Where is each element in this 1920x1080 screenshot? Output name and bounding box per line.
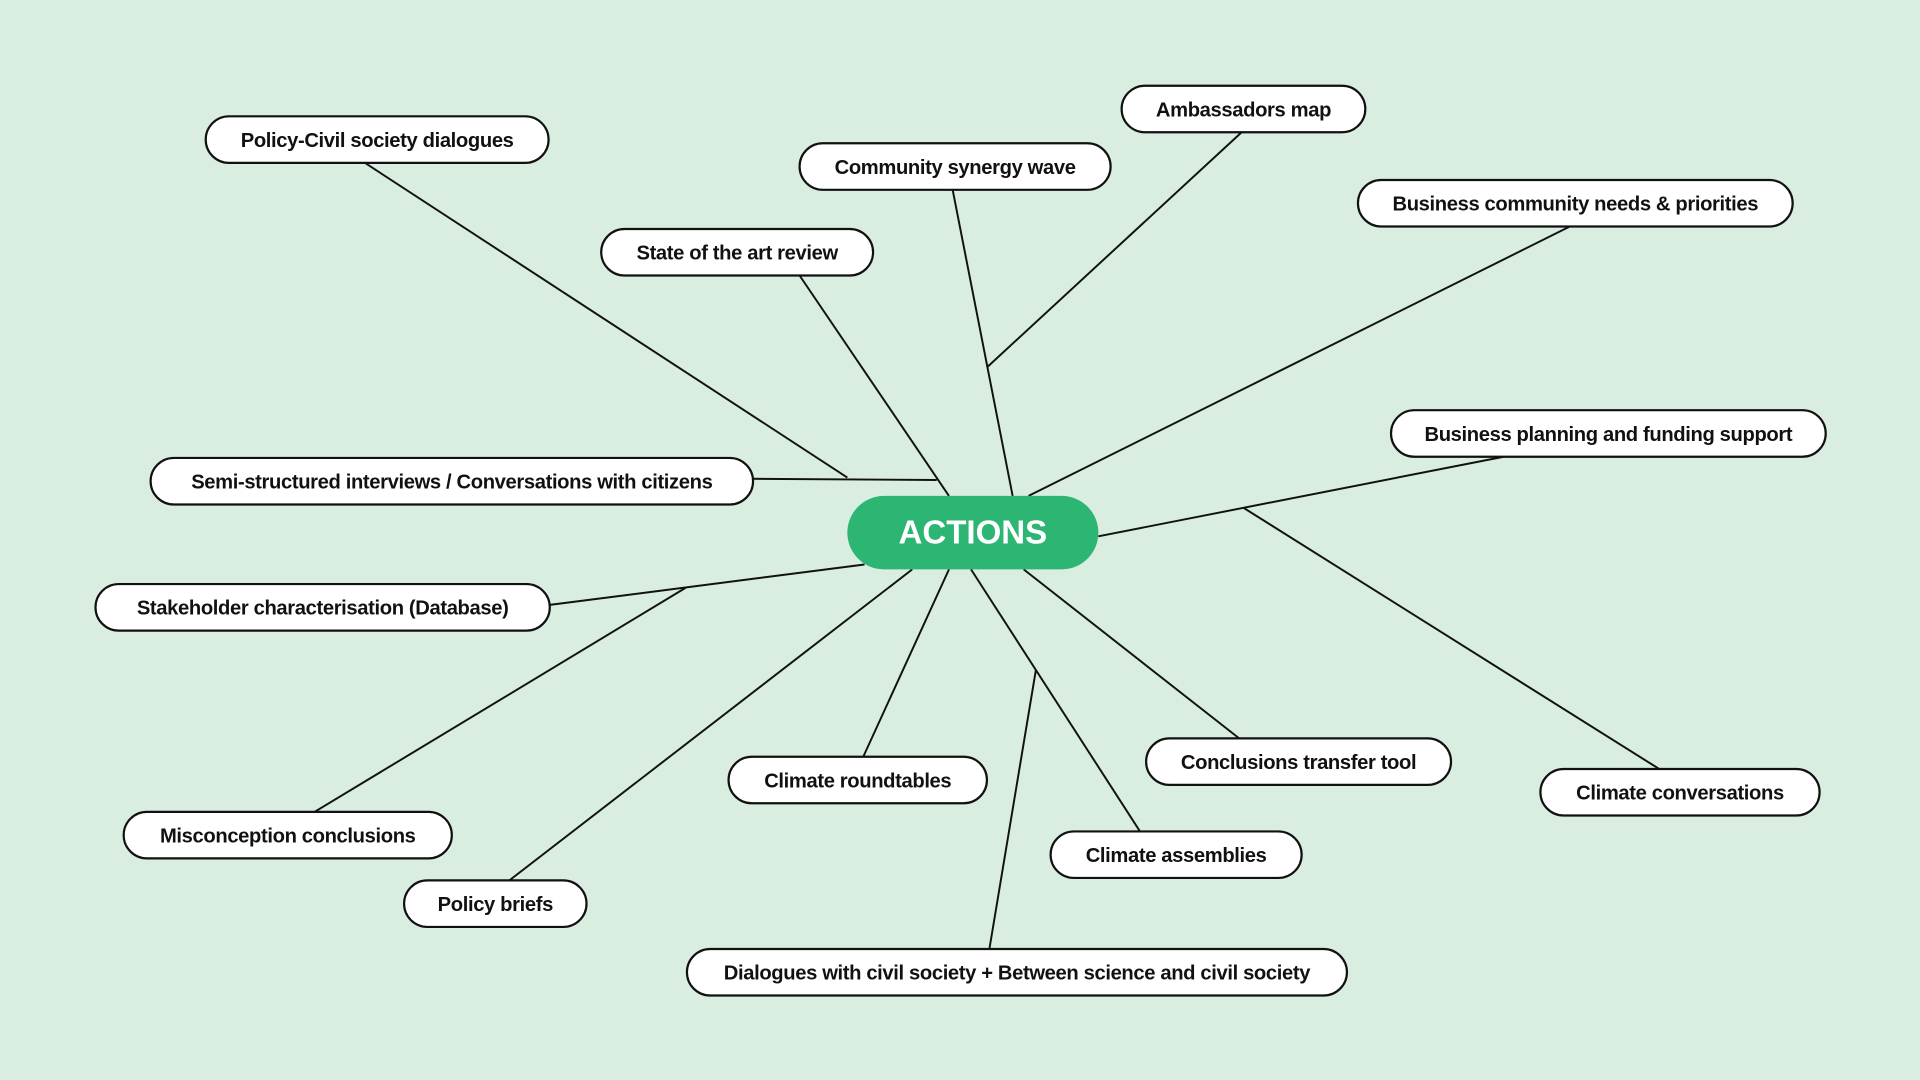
node-pill <box>402 879 588 929</box>
node-conclusions-transfer-tool[interactable]: Conclusions transfer tool <box>1145 737 1453 786</box>
node-label: Dialogues with civil society + Between s… <box>724 963 1311 985</box>
node-business-planning-funding[interactable]: Business planning and funding support <box>1389 409 1827 458</box>
node-pill <box>1049 830 1303 880</box>
node-pill <box>149 456 755 506</box>
node-dialogues-civil-society[interactable]: Dialogues with civil society + Between s… <box>685 947 1349 997</box>
node-policy-civil-society-dialogues[interactable]: Policy-Civil society dialogues <box>204 115 550 164</box>
node-label: Ambassadors map <box>1156 99 1331 121</box>
node-climate-assemblies[interactable]: Climate assemblies <box>1049 830 1303 880</box>
connector-line <box>314 586 687 813</box>
center-node-pill <box>847 495 1099 570</box>
node-pill <box>600 227 875 277</box>
node-label: State of the art review <box>636 243 838 265</box>
connector-line <box>1023 568 1240 740</box>
node-label: Conclusions transfer tool <box>1181 752 1416 774</box>
node-label: Misconception conclusions <box>160 825 416 847</box>
connector-line <box>364 162 848 479</box>
node-pill <box>1120 84 1367 134</box>
node-label: Policy-Civil society dialogues <box>241 130 514 152</box>
node-pill <box>94 582 551 632</box>
connector-line <box>549 563 865 606</box>
connector-line <box>986 131 1243 369</box>
node-pill <box>122 810 453 860</box>
connector-lines <box>314 131 1660 950</box>
connector-line <box>753 477 937 481</box>
connector-line <box>988 669 1037 950</box>
node-label: Stakeholder characterisation (Database) <box>137 598 509 620</box>
nodes: Policy-Civil society dialoguesCommunity … <box>94 84 1827 997</box>
node-climate-roundtables[interactable]: Climate roundtables <box>727 755 989 805</box>
node-pill <box>1389 409 1827 458</box>
connector-line <box>1028 225 1571 497</box>
node-ambassadors-map[interactable]: Ambassadors map <box>1120 84 1367 134</box>
node-climate-conversations[interactable]: Climate conversations <box>1539 767 1821 817</box>
node-label: Community synergy wave <box>835 157 1076 179</box>
node-stakeholder-characterisation[interactable]: Stakeholder characterisation (Database) <box>94 582 551 632</box>
node-label: Climate conversations <box>1576 783 1784 805</box>
node-label: Business planning and funding support <box>1425 424 1793 446</box>
connector-line <box>798 274 950 497</box>
connector-line <box>951 189 1014 497</box>
node-label: Business community needs & priorities <box>1393 194 1759 216</box>
center-node-label: ACTIONS <box>898 515 1047 552</box>
connector-line <box>1098 455 1504 538</box>
node-policy-briefs[interactable]: Policy briefs <box>402 879 588 929</box>
node-semi-structured-interviews[interactable]: Semi-structured interviews / Conversatio… <box>149 456 755 506</box>
node-business-community-needs[interactable]: Business community needs & priorities <box>1356 178 1794 228</box>
node-community-synergy-wave[interactable]: Community synergy wave <box>798 142 1112 191</box>
node-state-of-the-art-review[interactable]: State of the art review <box>600 227 875 277</box>
node-pill <box>798 142 1112 191</box>
node-pill <box>685 947 1349 997</box>
node-pill <box>1539 767 1821 817</box>
node-pill <box>204 115 550 164</box>
connector-line <box>508 568 913 882</box>
connector-line <box>970 568 1141 832</box>
node-label: Climate assemblies <box>1086 845 1267 867</box>
connector-line <box>1243 507 1660 770</box>
node-label: Climate roundtables <box>764 770 951 792</box>
center-node-actions[interactable]: ACTIONS <box>847 495 1099 570</box>
node-pill <box>1145 737 1453 786</box>
connector-line <box>862 568 950 758</box>
node-label: Policy briefs <box>438 894 553 916</box>
node-misconception-conclusions[interactable]: Misconception conclusions <box>122 810 453 860</box>
node-pill <box>727 755 989 805</box>
node-label: Semi-structured interviews / Conversatio… <box>191 472 712 494</box>
node-pill <box>1356 178 1794 228</box>
